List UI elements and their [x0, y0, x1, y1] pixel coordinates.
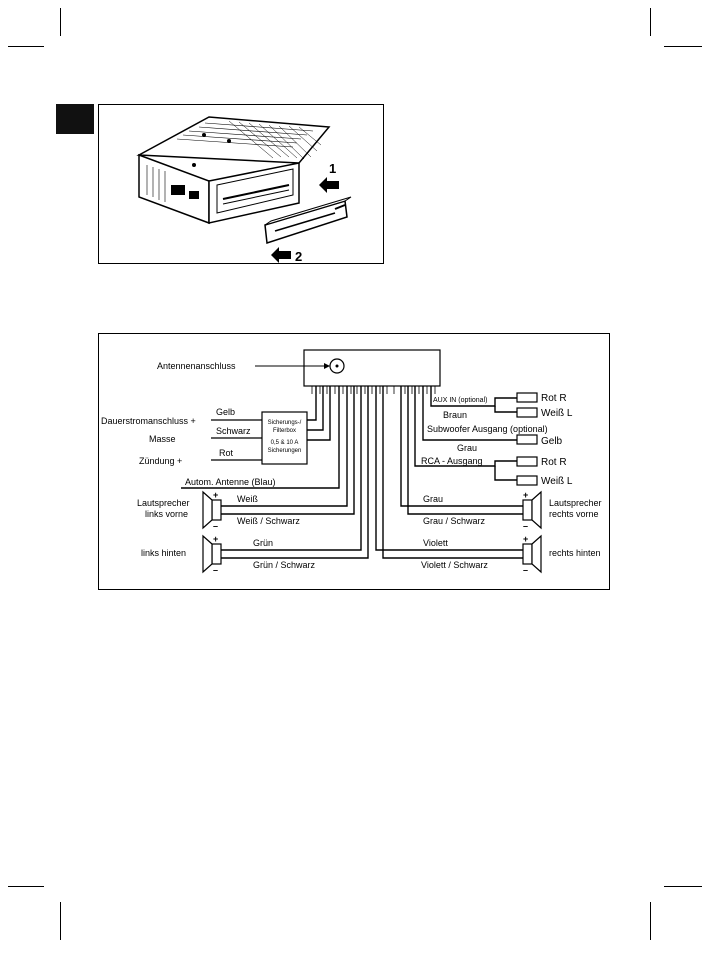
subwoofer-plug — [516, 434, 538, 445]
aux-wire-label: Braun — [443, 410, 467, 420]
front-left-pos-wire: Weiß — [237, 494, 258, 504]
permanent-power-label: Dauerstromanschluss + — [101, 416, 196, 426]
ground-label: Masse — [149, 434, 176, 444]
ignition-label: Zündung + — [139, 456, 182, 466]
auto-antenna-label: Autom. Antenne (Blau) — [185, 477, 276, 487]
fl-minus: – — [213, 521, 218, 531]
rca-rot-r: Rot R — [541, 457, 567, 468]
rear-right-neg-wire: Violett / Schwarz — [421, 560, 488, 570]
permanent-power-wire: Gelb — [216, 407, 235, 417]
fuse-box-label-2: Filterbox — [273, 428, 296, 434]
speaker-front-right-label-2: rechts vorne — [549, 509, 599, 519]
front-right-neg-wire: Grau / Schwarz — [423, 516, 486, 526]
language-side-tab — [56, 104, 94, 134]
fuse-box-label-1: Sicherungs-/ — [268, 420, 302, 426]
wiring-diagram-figure: Antennenanschluss — [98, 333, 610, 590]
step-1-label: 1 — [329, 161, 336, 176]
fr-minus: – — [523, 521, 528, 531]
fr-plus: + — [523, 490, 528, 500]
ground-wire: Schwarz — [216, 426, 251, 436]
crop-mark-bottom-left-v — [60, 902, 61, 940]
speaker-rear-left-label: links hinten — [141, 548, 186, 558]
rear-right-pos-wire: Violett — [423, 538, 448, 548]
fuse-filter-box — [261, 411, 308, 465]
aux-plug-r — [516, 392, 538, 403]
rca-weiss-l: Weiß L — [541, 476, 573, 487]
rr-plus: + — [523, 534, 528, 544]
antenna-connector-label: Antennenanschluss — [157, 361, 236, 371]
crop-mark-bottom-left-h — [8, 886, 44, 887]
aux-plug-l — [516, 407, 538, 418]
wiring-diagram: Antennenanschluss — [101, 349, 602, 575]
crop-mark-top-left-v — [60, 8, 61, 36]
aux-in-label: AUX IN (optional) — [433, 397, 487, 404]
speaker-front-left-icon — [202, 490, 222, 530]
rear-left-pos-wire: Grün — [253, 538, 273, 548]
front-panel-removal-figure: 1 2 — [98, 104, 384, 264]
speaker-front-right-label-1: Lautsprecher — [549, 498, 602, 508]
subwoofer-label: Subwoofer Ausgang (optional) — [427, 424, 548, 434]
ignition-wire: Rot — [219, 448, 234, 458]
radio-unit-illustration: 1 2 — [136, 116, 352, 264]
arrow-2-icon — [271, 247, 291, 263]
speaker-front-right-icon — [522, 490, 542, 530]
front-left-neg-wire: Weiß / Schwarz — [237, 516, 300, 526]
rear-left-neg-wire: Grün / Schwarz — [253, 560, 316, 570]
rca-plug-l — [516, 475, 538, 486]
speaker-rear-right-label: rechts hinten — [549, 548, 601, 558]
rca-plug-r — [516, 456, 538, 467]
subwoofer-wire-label: Grau — [457, 443, 477, 453]
crop-mark-bottom-right-h — [664, 886, 702, 887]
rca-out-label: RCA - Ausgang — [421, 456, 483, 466]
crop-mark-top-right-h — [664, 46, 702, 47]
fl-plus: + — [213, 490, 218, 500]
rr-minus: – — [523, 565, 528, 575]
speaker-front-left-label-1: Lautsprecher — [137, 498, 190, 508]
crop-mark-bottom-right-v — [650, 902, 651, 940]
aux-rot-r: Rot R — [541, 393, 567, 404]
step-2-label: 2 — [295, 249, 302, 264]
crop-mark-top-left-h — [8, 46, 44, 47]
speaker-front-left-label-2: links vorne — [145, 509, 188, 519]
subwoofer-gelb: Gelb — [541, 436, 563, 447]
radio-unit-box — [303, 349, 441, 387]
crop-mark-top-right-v — [650, 8, 651, 36]
speaker-rear-left-icon — [202, 534, 222, 574]
speaker-rear-right-icon — [522, 534, 542, 574]
rl-minus: – — [213, 565, 218, 575]
fuse-box-label-4: Sicherungen — [268, 448, 302, 454]
rl-plus: + — [213, 534, 218, 544]
fuse-box-label-3: 0,5 & 10 A — [271, 440, 299, 446]
front-right-pos-wire: Grau — [423, 494, 443, 504]
aux-weiss-l: Weiß L — [541, 408, 573, 419]
arrow-1-icon — [319, 177, 339, 193]
